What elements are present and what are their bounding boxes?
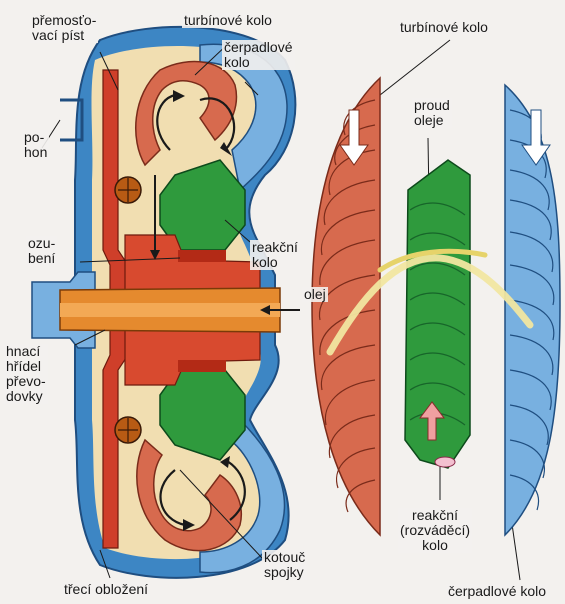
reactor-gearing-top bbox=[178, 250, 226, 262]
cross-section bbox=[32, 27, 300, 578]
label-turbine-wheel-right: turbínové kolo bbox=[398, 20, 490, 35]
reactor-hub bbox=[435, 457, 455, 467]
label-oil: olej bbox=[302, 287, 328, 302]
label-friction-lining: třecí obložení bbox=[62, 582, 150, 597]
label-drive: po- hon bbox=[22, 130, 49, 160]
label-turbine-wheel-left: turbínové kolo bbox=[182, 13, 274, 28]
label-pump-wheel-right: čerpadlové kolo bbox=[446, 584, 548, 599]
damper-spring-bottom bbox=[115, 417, 141, 443]
label-clutch-disc: kotouč spojky bbox=[262, 550, 307, 580]
label-oil-flow: proud oleje bbox=[412, 98, 452, 128]
reactor-gearing-bottom bbox=[178, 360, 226, 372]
shaft-bore bbox=[60, 303, 280, 317]
damper-spring-top bbox=[115, 177, 141, 203]
label-pump-wheel-left: čerpadlové kolo bbox=[222, 40, 295, 70]
leader-turbine-right bbox=[380, 40, 450, 95]
label-input-shaft: hnací hřídel převo- dovky bbox=[4, 344, 48, 404]
label-reaction-wheel-right: reakční (rozváděcí) kolo bbox=[398, 508, 472, 553]
label-gearing: ozu- bení bbox=[26, 236, 57, 266]
label-bridging-piston: přemosťo- vací píst bbox=[30, 13, 98, 43]
label-reaction-wheel-left: reakční kolo bbox=[250, 240, 300, 270]
exploded-view bbox=[312, 78, 560, 535]
